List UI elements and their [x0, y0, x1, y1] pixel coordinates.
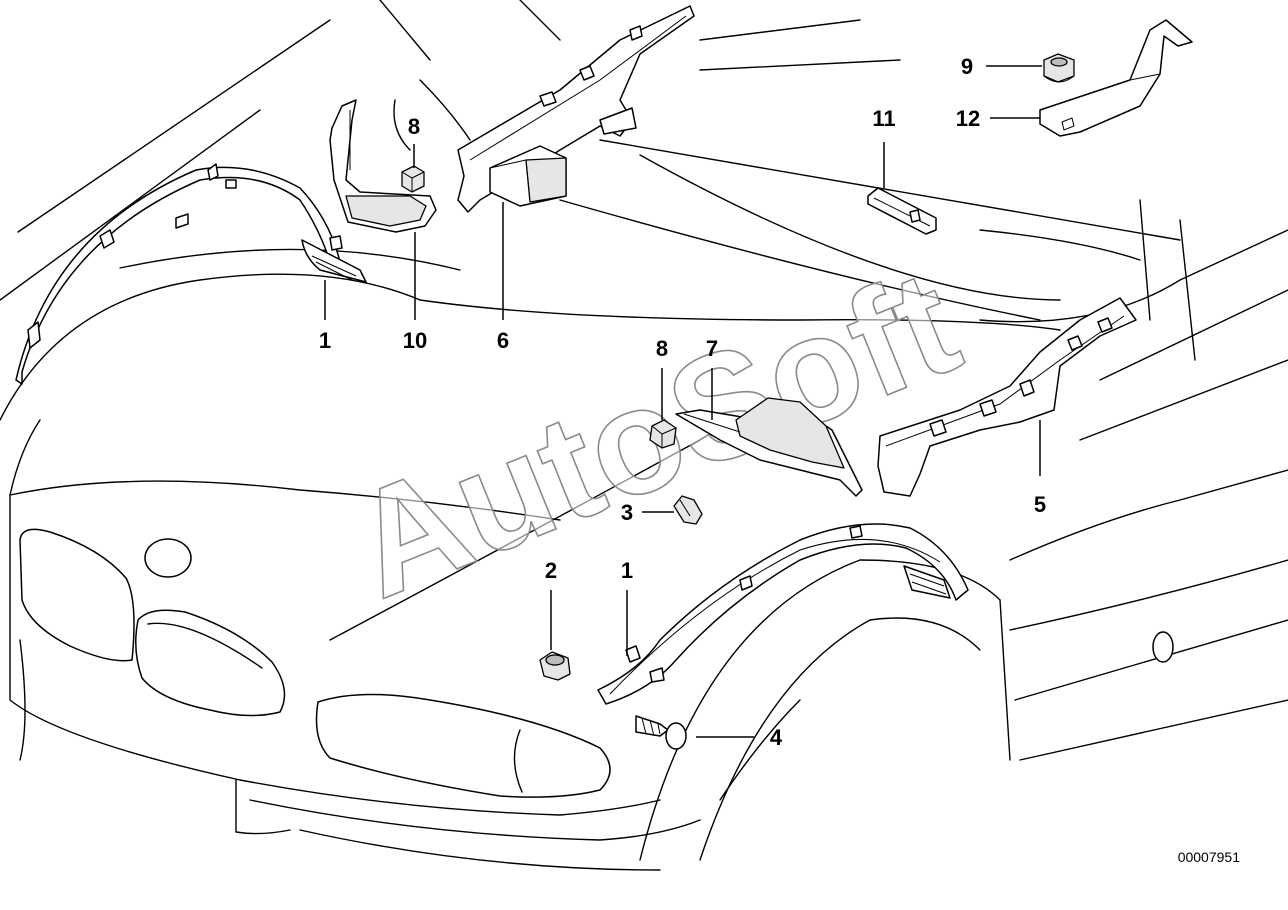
callout-7: 7 — [706, 336, 718, 361]
part-7-cover — [675, 397, 863, 497]
callout-1-lower: 1 — [621, 558, 633, 583]
callout-3: 3 — [621, 500, 633, 525]
diagram-reference-number: 00007951 — [1178, 849, 1241, 865]
part-4-screw — [635, 715, 687, 750]
part-6-crossmember — [457, 5, 695, 213]
callout-labels: 1 10 6 8 11 9 12 8 7 5 3 2 1 4 — [319, 54, 1046, 750]
leader-lines — [324, 65, 1042, 738]
callout-10: 10 — [403, 328, 427, 353]
callout-12: 12 — [956, 106, 980, 131]
callout-4: 4 — [770, 725, 783, 750]
part-5-long-bracket — [877, 297, 1137, 497]
callout-9: 9 — [961, 54, 973, 79]
callout-1-upper: 1 — [319, 328, 331, 353]
callout-5: 5 — [1034, 492, 1046, 517]
part-12-bracket-plate — [1039, 19, 1193, 137]
part-1-upper-arch-cover — [15, 163, 367, 385]
callout-2: 2 — [545, 558, 557, 583]
callout-8-lower: 8 — [656, 336, 668, 361]
part-3-clip — [673, 495, 703, 525]
callout-11: 11 — [872, 106, 895, 131]
part-9-flange-nut — [1043, 53, 1075, 83]
part-8-nut-upper — [401, 165, 425, 193]
callout-8-upper: 8 — [408, 114, 420, 139]
part-8-nut-lower — [649, 419, 677, 449]
part-2-expanding-nut — [539, 651, 571, 681]
part-1-lower-arch-cover — [597, 523, 969, 705]
part-10-bracket — [329, 99, 437, 233]
part-11-clip — [867, 187, 937, 235]
callout-6: 6 — [497, 328, 509, 353]
